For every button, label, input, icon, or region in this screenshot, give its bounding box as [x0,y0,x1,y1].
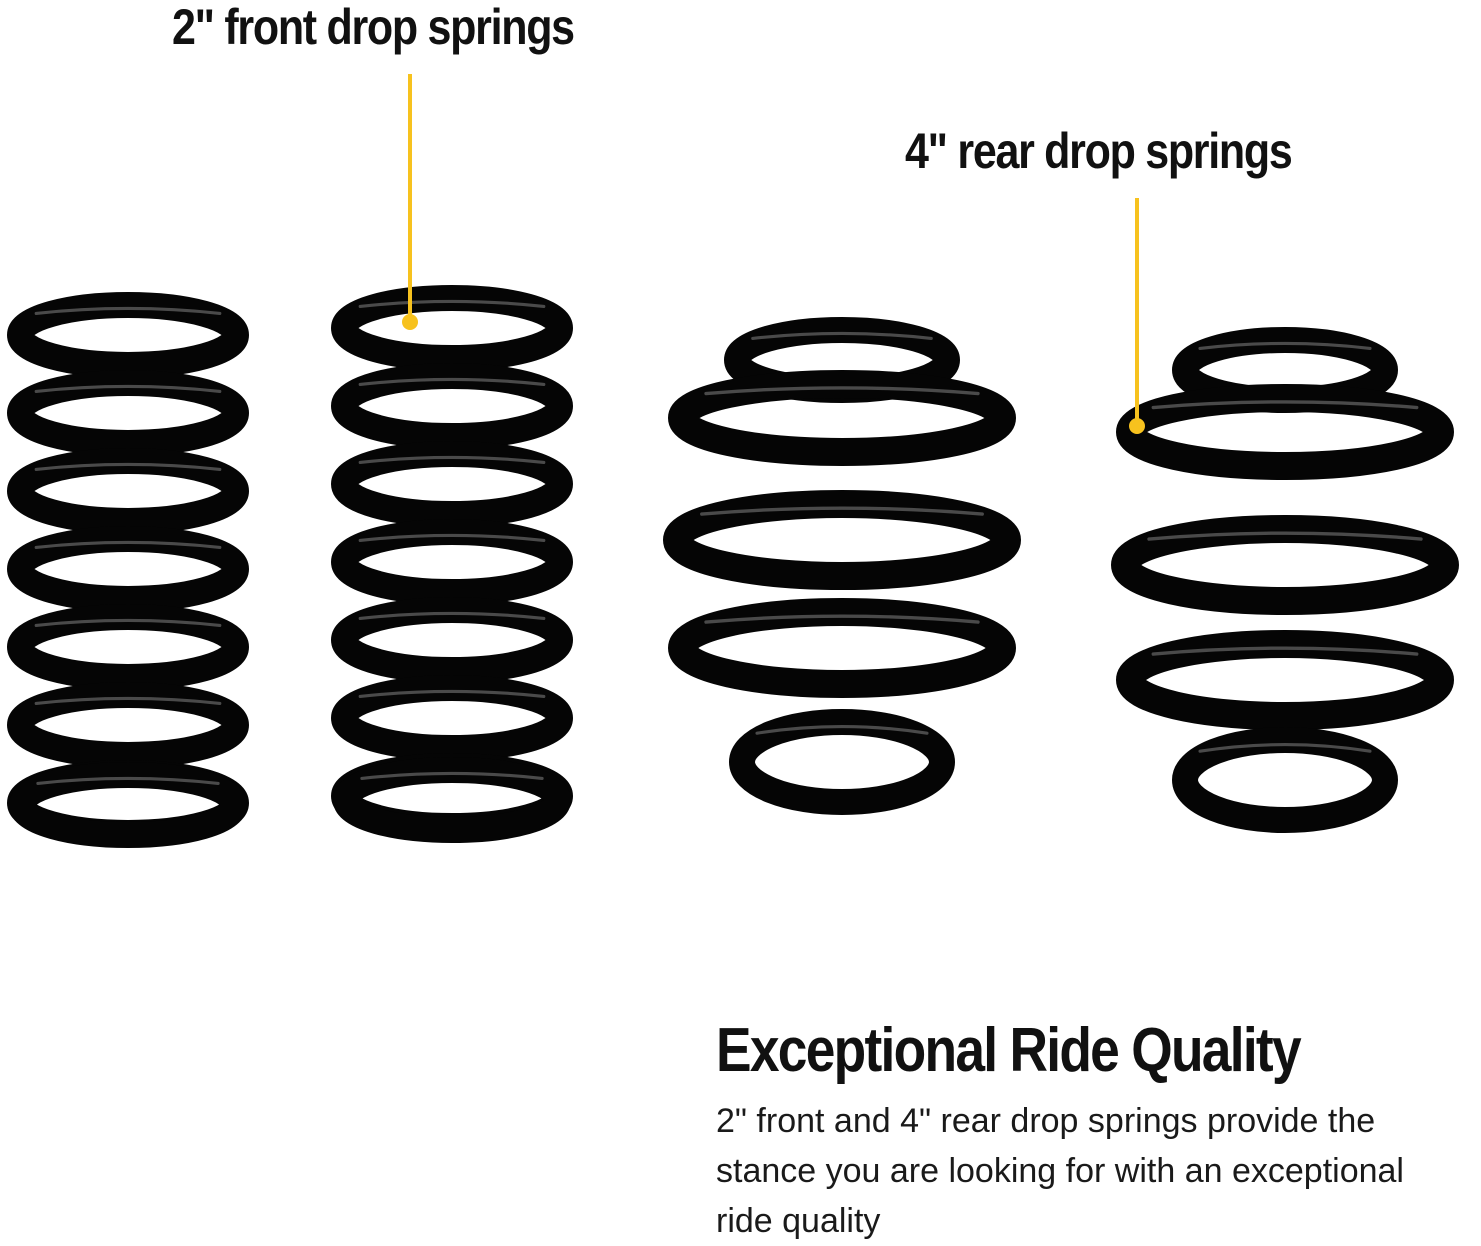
spring-coil [331,597,573,683]
spring-coil-highlight [358,689,546,698]
spring-coil [331,519,573,605]
spring-coil-highlight [1147,531,1423,541]
spring-coil-highlight [36,776,220,785]
rear-callout-leader-dot [1129,418,1145,434]
front-spring-right [331,285,573,843]
spring-coil-highlight [751,331,933,340]
spring-coil [9,762,247,848]
spring-coil [7,448,249,534]
rear-spring-right [1111,327,1459,833]
spring-coil [7,682,249,768]
spring-coil [331,363,573,449]
spring-coil-highlight [358,611,546,620]
spring-coil [7,370,249,456]
spring-coil [331,285,573,371]
spring-coil-highlight [34,306,222,315]
spring-coil [668,598,1016,698]
spring-coil [7,292,249,378]
spring-coil [1111,515,1459,615]
front-spring-left [7,292,249,848]
front-springs-callout-label: 2" front drop springs [172,0,575,55]
spring-coil [333,757,571,843]
spring-coil-highlight [34,540,222,549]
spring-coil-highlight [34,696,222,705]
spring-coil [729,709,955,815]
rear-callout-leader-line [1135,198,1139,424]
front-callout-leader-line [408,74,412,320]
spring-coil-highlight [1151,400,1419,410]
spring-coil [668,370,1016,466]
spring-coil [1116,630,1454,730]
spring-coil [1116,384,1454,480]
spring-coil [331,441,573,527]
springs-product-image [7,285,1459,848]
spring-coil-highlight [700,506,984,516]
spring-coil-highlight [34,384,222,393]
spring-coil-highlight [1198,743,1372,753]
spring-coil-highlight [358,455,546,464]
spring-coil-highlight [1151,646,1419,656]
rear-springs-callout-label: 4" rear drop springs [905,123,1293,179]
spring-coil-highlight [34,618,222,627]
spring-coil-highlight [360,771,544,780]
feature-title: Exceptional Ride Quality [716,1016,1302,1085]
spring-coil [7,604,249,690]
spring-coil [663,490,1021,590]
spring-coil-highlight [34,462,222,471]
spring-coil [331,675,573,761]
spring-coil-highlight [358,533,546,542]
spring-coil [7,526,249,612]
spring-coil-highlight [358,299,546,308]
spring-coil [1172,727,1398,833]
spring-coil-highlight [704,386,980,396]
spring-coil-highlight [358,377,546,386]
spring-coil-highlight [704,614,980,624]
spring-coil-highlight [1198,341,1372,350]
rear-spring-left [663,317,1021,815]
front-callout-leader-dot [402,314,418,330]
feature-description: 2" front and 4" rear drop springs provid… [716,1102,1404,1240]
spring-coil-highlight [755,725,929,735]
